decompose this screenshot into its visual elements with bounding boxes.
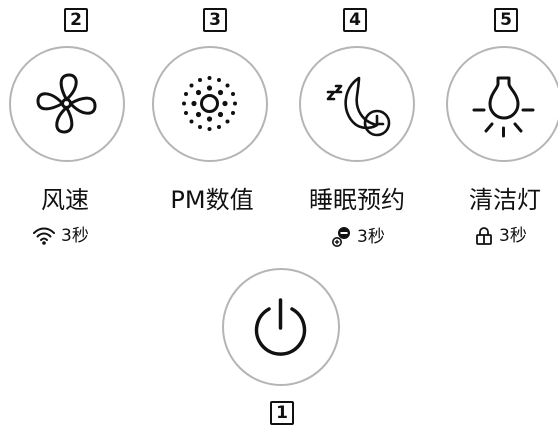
- pm-value-button[interactable]: [152, 46, 268, 162]
- light-bulb-icon: [472, 76, 535, 138]
- cleaning-light-hint-text: 3秒: [499, 226, 527, 246]
- sleep-timer-hint-text: 3秒: [357, 227, 385, 247]
- sleep-moon-clock-icon: [326, 76, 391, 137]
- minus-plus-icon: [332, 227, 350, 247]
- number-box-4: 4: [343, 8, 367, 32]
- fan-speed-hint: 3秒: [32, 226, 89, 246]
- cleaning-light-button[interactable]: [446, 46, 558, 162]
- number-box-3: 3: [203, 8, 227, 32]
- wifi-icon: [33, 227, 55, 245]
- fan-icon: [36, 73, 97, 134]
- particles-icon: [182, 76, 237, 131]
- lock-icon: [476, 227, 492, 245]
- fan-speed-button[interactable]: [9, 46, 125, 162]
- number-box-5: 5: [494, 8, 518, 32]
- power-button[interactable]: [222, 268, 340, 386]
- sleep-timer-hint: 3秒: [330, 226, 385, 248]
- number-box-1: 1: [270, 401, 294, 425]
- cleaning-light-label: 清洁灯: [469, 186, 541, 214]
- sleep-timer-button[interactable]: [299, 46, 415, 162]
- power-icon: [254, 298, 307, 356]
- sleep-timer-label: 睡眠预约: [309, 186, 405, 214]
- cleaning-light-hint: 3秒: [474, 226, 527, 246]
- pm-value-label: PM数值: [170, 186, 254, 214]
- number-box-2: 2: [64, 8, 88, 32]
- fan-speed-label: 风速: [41, 186, 89, 214]
- fan-speed-hint-text: 3秒: [61, 226, 89, 246]
